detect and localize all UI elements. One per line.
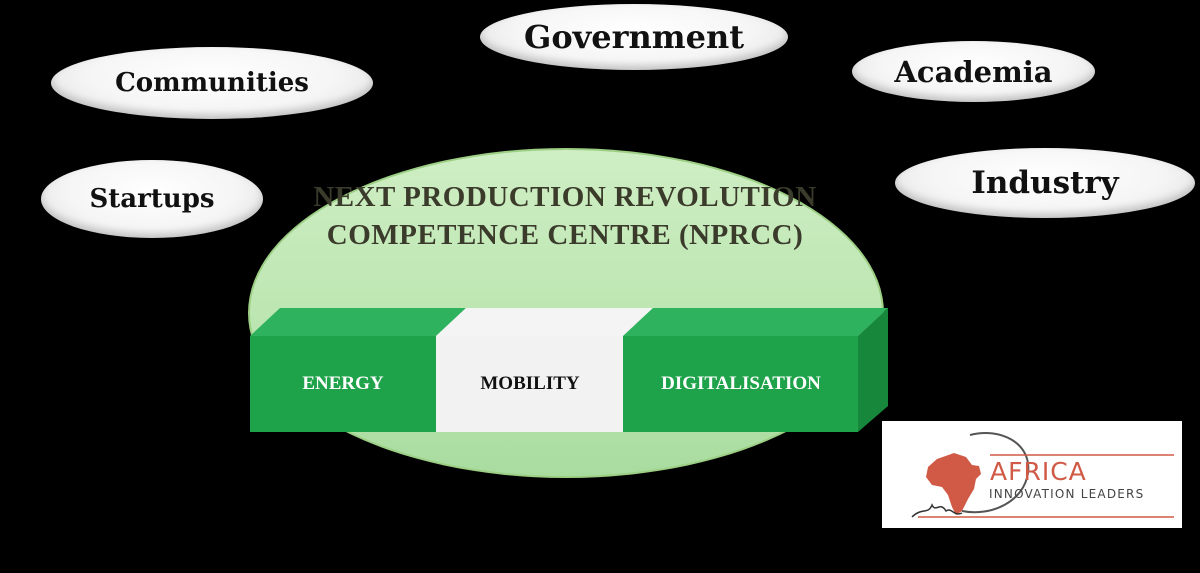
academia-label: Academia <box>894 54 1053 89</box>
digitalisation-front-face <box>623 336 858 432</box>
digitalisation-top-face <box>623 308 888 336</box>
pillars-block <box>248 306 890 434</box>
energy-front-face <box>250 336 436 432</box>
industry-oval: Industry <box>895 148 1195 218</box>
startups-label: Startups <box>89 184 215 214</box>
side-face <box>858 308 888 432</box>
competence-centre-title: NEXT PRODUCTION REVOLUTION COMPETENCE CE… <box>313 181 817 251</box>
mobility-top-face <box>436 308 653 336</box>
pillar-digitalisation-label: DIGITALISATION <box>661 373 821 394</box>
communities-oval: Communities <box>51 47 373 119</box>
government-label: Government <box>523 18 744 56</box>
africa-innovation-leaders-logo: AFRICA INNOVATION LEADERS <box>882 421 1182 528</box>
energy-top-face <box>250 308 466 336</box>
africa-map-icon <box>911 432 1174 518</box>
pillar-energy-label: ENERGY <box>302 373 384 394</box>
mobility-front-face <box>436 336 623 432</box>
industry-label: Industry <box>971 165 1119 201</box>
logo-subtitle: INNOVATION LEADERS <box>989 487 1145 501</box>
communities-label: Communities <box>115 68 309 98</box>
pillar-mobility-label: MOBILITY <box>480 373 580 394</box>
government-oval: Government <box>480 4 788 70</box>
pillars-3d-box <box>250 308 888 432</box>
logo-word: AFRICA <box>990 457 1087 486</box>
academia-oval: Academia <box>852 41 1095 102</box>
startups-oval: Startups <box>41 160 263 238</box>
